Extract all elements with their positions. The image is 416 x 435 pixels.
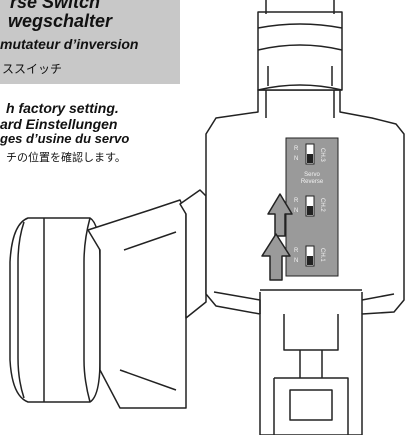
ch1-label: CH.1 <box>319 248 325 262</box>
title-de: wegschalter <box>8 11 113 31</box>
ch3-label: CH.3 <box>319 148 325 162</box>
ch1-r-label: R <box>294 248 299 254</box>
ch1-n-label: N <box>294 258 299 264</box>
ch2-n-label: N <box>294 208 299 214</box>
ch2-label: CH.2 <box>319 198 325 212</box>
title-fr: mutateur d’inversion <box>0 36 139 52</box>
note-fr: ges d’usine du servo <box>0 131 130 146</box>
ch3-n-label: N <box>294 156 299 162</box>
ch3-r-label: R <box>294 146 299 152</box>
servo-title-line2: Reverse <box>300 179 324 185</box>
note-en: h factory setting. <box>6 100 119 116</box>
title-box: rse Switch wegschalter mutateur d’invers… <box>0 0 180 84</box>
ch2-r-label: R <box>294 198 299 204</box>
servo-title-line1: Servo <box>304 172 320 178</box>
title-jp: ススイッチ <box>2 62 63 76</box>
servo-reverse-title: Servo Reverse <box>298 172 326 186</box>
title-en: rse Switch <box>10 0 101 12</box>
note-de: ard Einstellungen <box>0 116 118 132</box>
note-jp: チの位置を確認します。 <box>6 152 126 164</box>
